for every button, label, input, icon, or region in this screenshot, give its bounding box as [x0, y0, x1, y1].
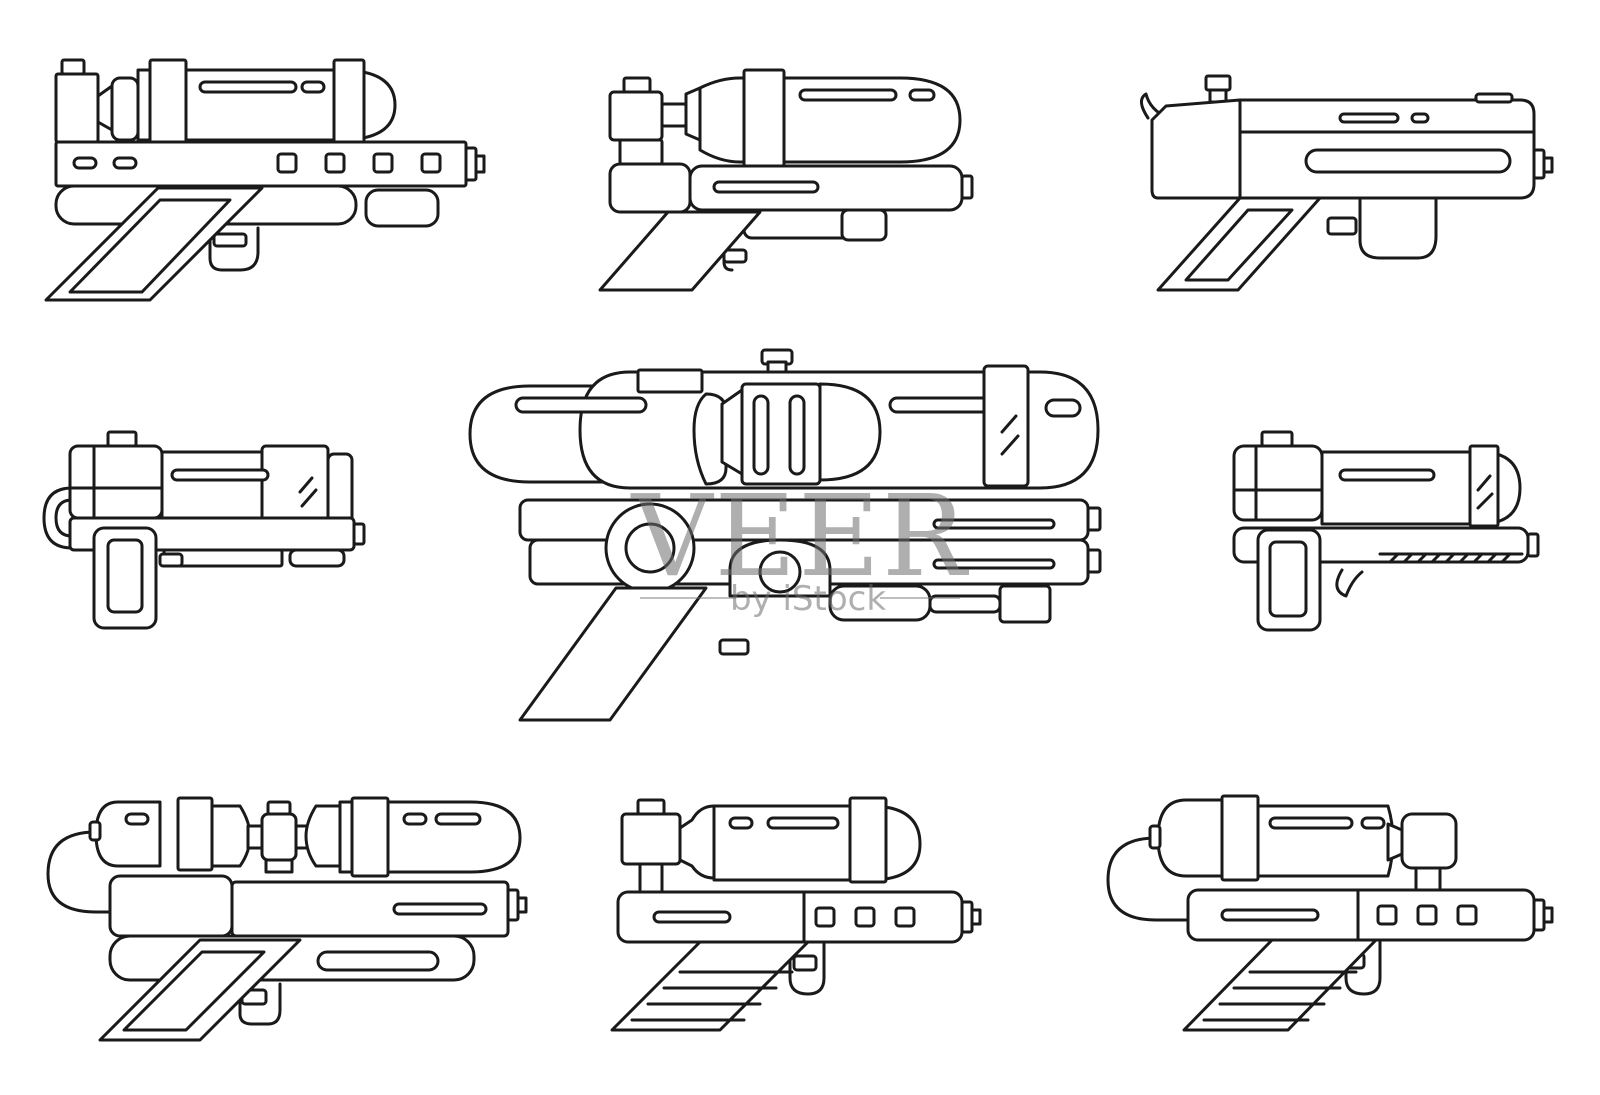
water-gun-8-icon: [610, 796, 982, 1032]
water-gun-2-icon: [598, 68, 974, 292]
water-gun-3-icon: [1140, 74, 1554, 292]
watermark-byline: by iStock: [730, 579, 886, 619]
water-gun-1-icon: [44, 58, 486, 302]
water-gun-9-icon: [1106, 794, 1554, 1032]
water-gun-4-icon: [42, 430, 366, 630]
watermark: VEER by iStock: [630, 472, 970, 619]
water-gun-6-icon: [1232, 430, 1540, 632]
water-gun-5-large-icon: [468, 348, 1102, 722]
watermark-brand: VEER: [630, 472, 970, 602]
water-gun-7-icon: [46, 796, 528, 1042]
